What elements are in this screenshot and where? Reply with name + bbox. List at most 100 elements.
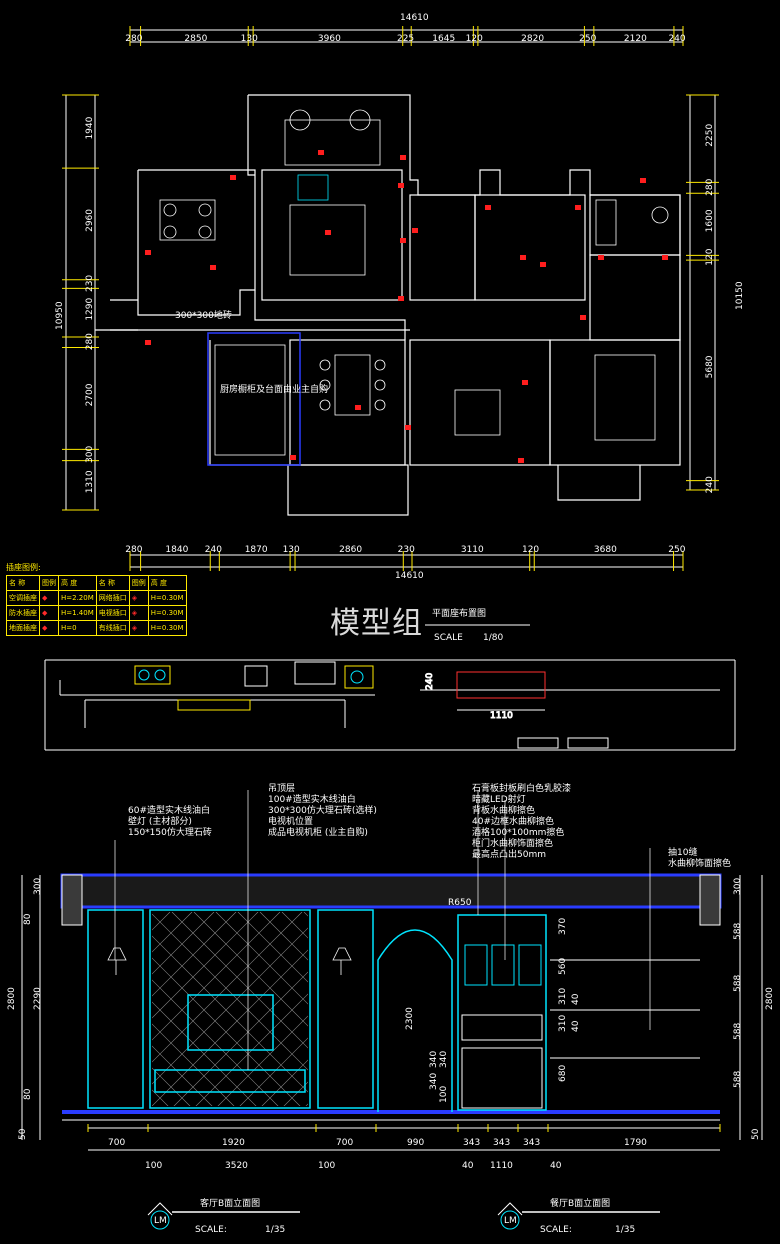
- cabinet-dim: 310: [558, 1015, 568, 1032]
- elev-b-scale-label: SCALE:: [195, 1225, 227, 1235]
- elev-b-scale: 1/35: [265, 1225, 285, 1235]
- socket-symbol-icon: ◆: [39, 620, 59, 636]
- plan-scale: 1/80: [483, 633, 503, 643]
- cabinet-dim: 310: [558, 988, 568, 1005]
- plan-strip-dim: 1110: [490, 711, 513, 721]
- socket-legend: 插座图例: 名 称 图例 高 度 名 称 图例 高 度 空调插座 ◆ H=2.2…: [6, 562, 228, 636]
- elev-right-dim: 588: [733, 1071, 743, 1088]
- socket-icon: [318, 150, 324, 155]
- left-dim: 280: [85, 333, 95, 350]
- socket-icon: [485, 205, 491, 210]
- elev-bottom-dim: 700: [336, 1138, 353, 1148]
- arch-radius: R650: [448, 898, 472, 908]
- left-dim: 1310: [85, 470, 95, 493]
- socket-icon: [405, 425, 411, 430]
- socket-icon: [640, 178, 646, 183]
- svg-text:LM: LM: [504, 1216, 517, 1226]
- socket-icon: [518, 458, 524, 463]
- elev-c-note: 石膏板封板刷白色乳胶漆: [472, 782, 571, 794]
- cabinet-dim: 370: [558, 918, 568, 935]
- elev-b-note: 吊顶层: [268, 783, 295, 794]
- socket-icon: [522, 380, 528, 385]
- right-dim: 240: [705, 476, 715, 493]
- top-dim: 2120: [624, 34, 647, 44]
- legend-header-row: 名 称 图例 高 度 名 称 图例 高 度: [6, 575, 187, 591]
- right-total-dim: 10150: [735, 281, 745, 310]
- cabinet-dim: 340: [429, 1073, 439, 1090]
- right-dim: 2250: [705, 124, 715, 147]
- elev-left-dim: 80: [23, 913, 33, 925]
- top-dim: 120: [466, 34, 483, 44]
- left-dim: 2960: [85, 209, 95, 232]
- socket-icon: [540, 262, 546, 267]
- socket-icon: [398, 183, 404, 188]
- bottom-dim: 250: [668, 545, 685, 555]
- elev-b-note: 150*150仿大理石砖: [128, 826, 212, 838]
- top-dim: 250: [579, 34, 596, 44]
- socket-icon: [400, 155, 406, 160]
- socket-icon: [412, 228, 418, 233]
- elev-right-dim: 588: [733, 923, 743, 940]
- elev-bottom-dim: 343: [463, 1138, 480, 1148]
- top-dim: 240: [668, 34, 685, 44]
- legend-cell: H=0.30M: [147, 620, 187, 636]
- elev-b-note: 电视机位置: [268, 815, 313, 827]
- cabinet-dim: 40: [571, 993, 581, 1005]
- left-total-dim: 10950: [55, 301, 65, 330]
- elev-sub-dim: 100: [318, 1161, 335, 1171]
- left-dim: 2700: [85, 383, 95, 406]
- elev-c-scale: 1/35: [615, 1225, 635, 1235]
- elev-right-dim: 588: [733, 1023, 743, 1040]
- bottom-dim: 2860: [339, 545, 362, 555]
- cabinet-dim: 340: [439, 1051, 449, 1068]
- cabinet-dim: 40: [571, 1020, 581, 1032]
- elev-bottom-dim: 343: [493, 1138, 510, 1148]
- elev-left-dim: 2290: [33, 987, 43, 1010]
- cabinet-dim: 560: [558, 958, 568, 975]
- socket-icon: [290, 455, 296, 460]
- legend-row: 地面插座 ◆ H=0 有线插口 ◈ H=0.30M: [6, 620, 187, 636]
- bottom-dim: 3110: [461, 545, 484, 555]
- svg-text:LM: LM: [154, 1216, 167, 1226]
- left-dim: 300: [85, 446, 95, 463]
- elev-bottom-dim: 700: [108, 1138, 125, 1148]
- bottom-dim: 1840: [165, 545, 188, 555]
- socket-icon: [355, 405, 361, 410]
- elev-bottom-dim: 990: [407, 1138, 424, 1148]
- elev-bottom-dim: 1790: [624, 1138, 647, 1148]
- socket-icon: [575, 205, 581, 210]
- elev-left-dim: 300: [33, 878, 43, 895]
- cabinet-dim: 340: [429, 1051, 439, 1068]
- legend-title: 插座图例:: [6, 563, 41, 572]
- elev-c-note: 抽10缝: [668, 846, 697, 858]
- elev-c-note: 酒格100*100mm擦色: [472, 826, 564, 838]
- top-total-dim: 14610: [400, 13, 429, 23]
- elev-b-note: 60#造型实木线油白: [128, 804, 210, 816]
- plan-scale-label: SCALE: [434, 633, 463, 643]
- left-dim: 1290: [85, 297, 95, 320]
- socket-icon: [580, 315, 586, 320]
- socket-symbol-icon: ◈: [128, 620, 149, 636]
- top-dim: 2850: [184, 34, 207, 44]
- socket-icon: [145, 250, 151, 255]
- top-dim: 280: [125, 34, 142, 44]
- elev-b-title-block: LM 客厅B面立面图 SCALE: 1/35: [147, 1197, 300, 1235]
- top-dim: 225: [397, 34, 414, 44]
- cabinet-dim: 100: [439, 1086, 449, 1103]
- socket-icon: [325, 230, 331, 235]
- elev-left-dim: 50: [18, 1128, 28, 1140]
- top-dim: 130: [241, 34, 258, 44]
- legend-table: 名 称 图例 高 度 名 称 图例 高 度 空调插座 ◆ H=2.20M 网络插…: [6, 575, 187, 636]
- legend-cell: H=0: [58, 620, 97, 636]
- elev-c-scale-label: SCALE:: [540, 1225, 572, 1235]
- elev-right-dim: 2800: [765, 987, 775, 1010]
- socket-icon: [145, 340, 151, 345]
- top-dim: 1645: [432, 34, 455, 44]
- plan-strip-h: 240: [425, 673, 435, 690]
- elev-right-dim: 588: [733, 975, 743, 992]
- socket-icon: [398, 296, 404, 301]
- plan-title: 平面座布置图: [432, 607, 486, 619]
- right-dim: 5680: [705, 355, 715, 378]
